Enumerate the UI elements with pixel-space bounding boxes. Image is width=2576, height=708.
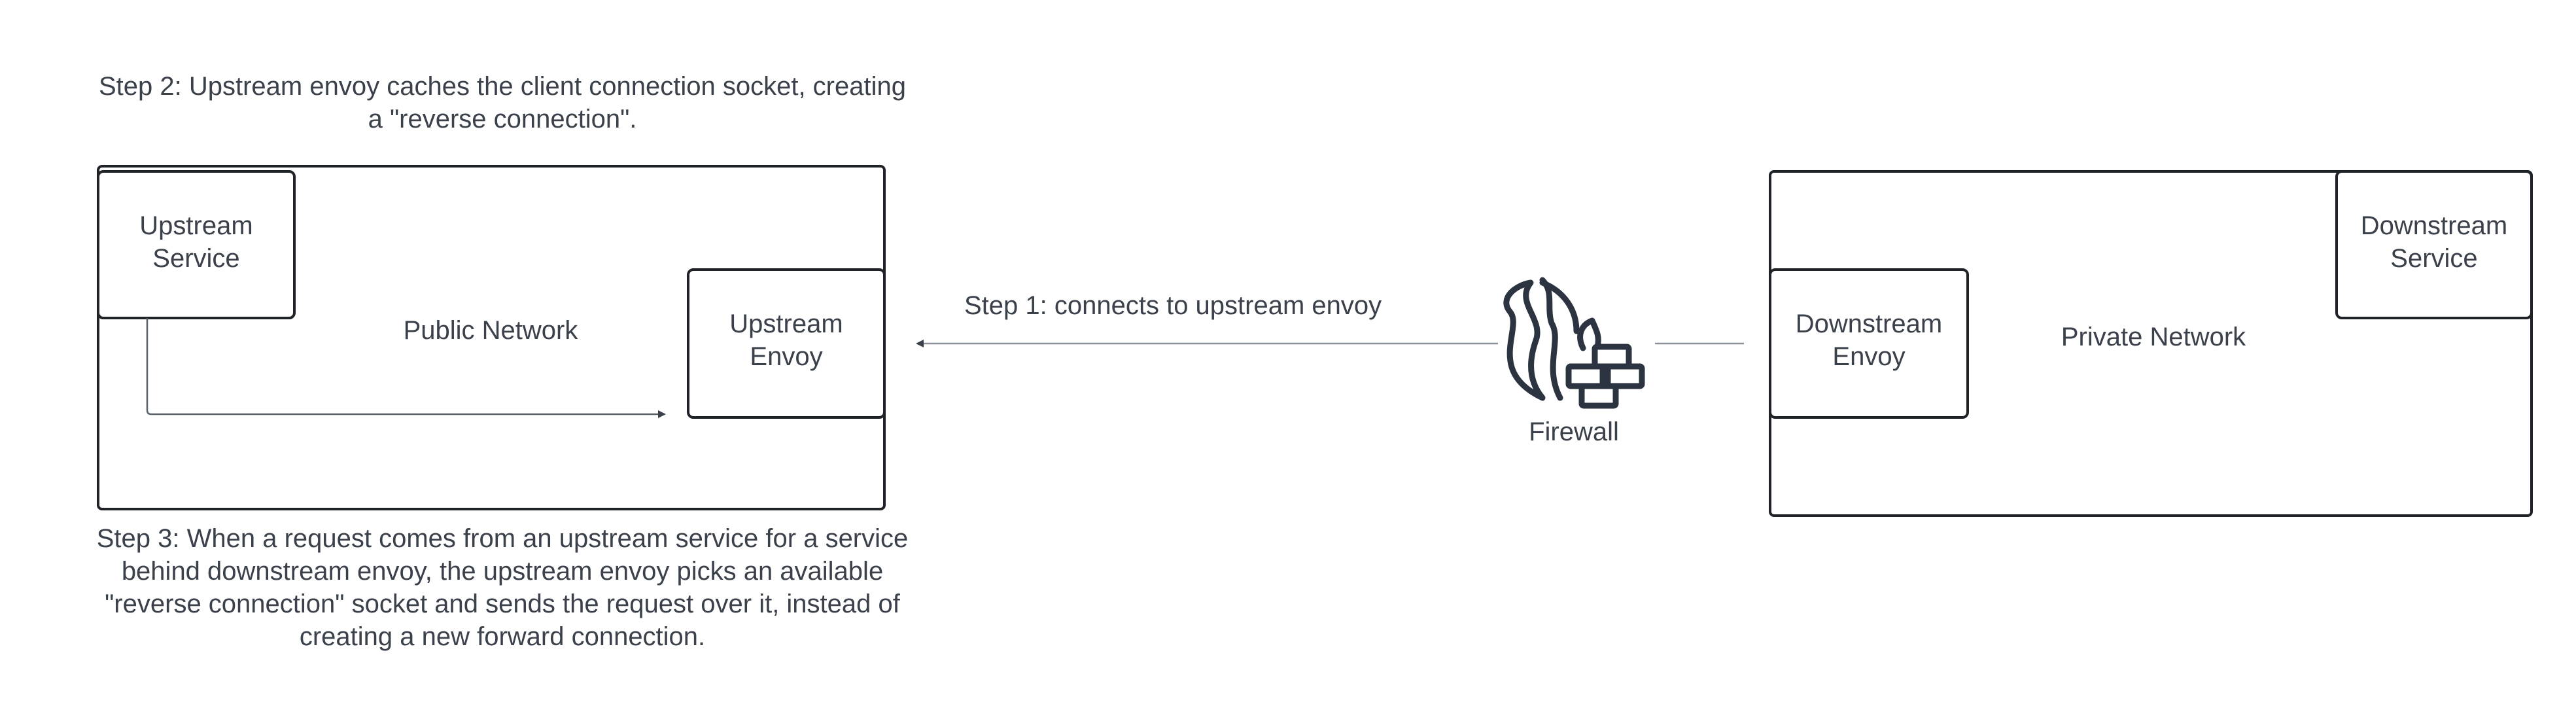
firewall-label: Firewall [1529,417,1619,446]
upstream-envoy-box[interactable] [687,268,886,419]
step-3-caption: Step 3: When a request comes from an ups… [97,524,909,651]
downstream-service-line-1: Downstream [2361,211,2508,240]
step-2-caption: Step 2: Upstream envoy caches the client… [99,72,906,133]
downstream-envoy-line-2: Envoy [1832,342,1905,371]
step-1-label: Step 1: connects to upstream envoy [964,291,1382,320]
downstream-envoy-line-1: Downstream [1796,310,1943,338]
upstream-service[interactable]: Upstream Service [97,170,296,319]
upstream-envoy-line-2: Envoy [750,342,822,371]
firewall: Firewall [1498,275,1655,446]
downstream-envoy[interactable]: Downstream Envoy [1769,268,1969,419]
downstream-service-line-2: Service [2390,244,2477,273]
step-3-line-3: "reverse connection" socket and sends th… [105,590,901,618]
step-3-line-1: Step 3: When a request comes from an ups… [97,524,909,553]
downstream-service[interactable]: Downstream Service [2335,170,2533,319]
upstream-envoy[interactable]: Upstream Envoy [687,268,886,419]
upstream-service-line-1: Upstream [139,211,252,240]
upstream-service-box[interactable] [97,170,296,319]
public-network-label: Public Network [404,316,579,345]
private-network: Private Network Downstream Envoy Downstr… [1769,170,2533,517]
private-network-label: Private Network [2061,323,2246,351]
step-2-line-1: Step 2: Upstream envoy caches the client… [99,72,906,101]
downstream-service-box[interactable] [2335,170,2533,319]
service-to-envoy-connector [146,318,666,418]
step-2-line-2: a "reverse connection". [368,105,637,133]
upstream-service-line-2: Service [152,244,239,273]
step-3-line-2: behind downstream envoy, the upstream en… [122,557,883,586]
downstream-envoy-box[interactable] [1769,268,1969,419]
upstream-envoy-line-1: Upstream [729,310,843,338]
firewall-icon [1498,275,1655,419]
step-3-line-4: creating a new forward connection. [300,622,705,651]
public-network: Public Network Upstream Service Upstream… [97,165,886,510]
